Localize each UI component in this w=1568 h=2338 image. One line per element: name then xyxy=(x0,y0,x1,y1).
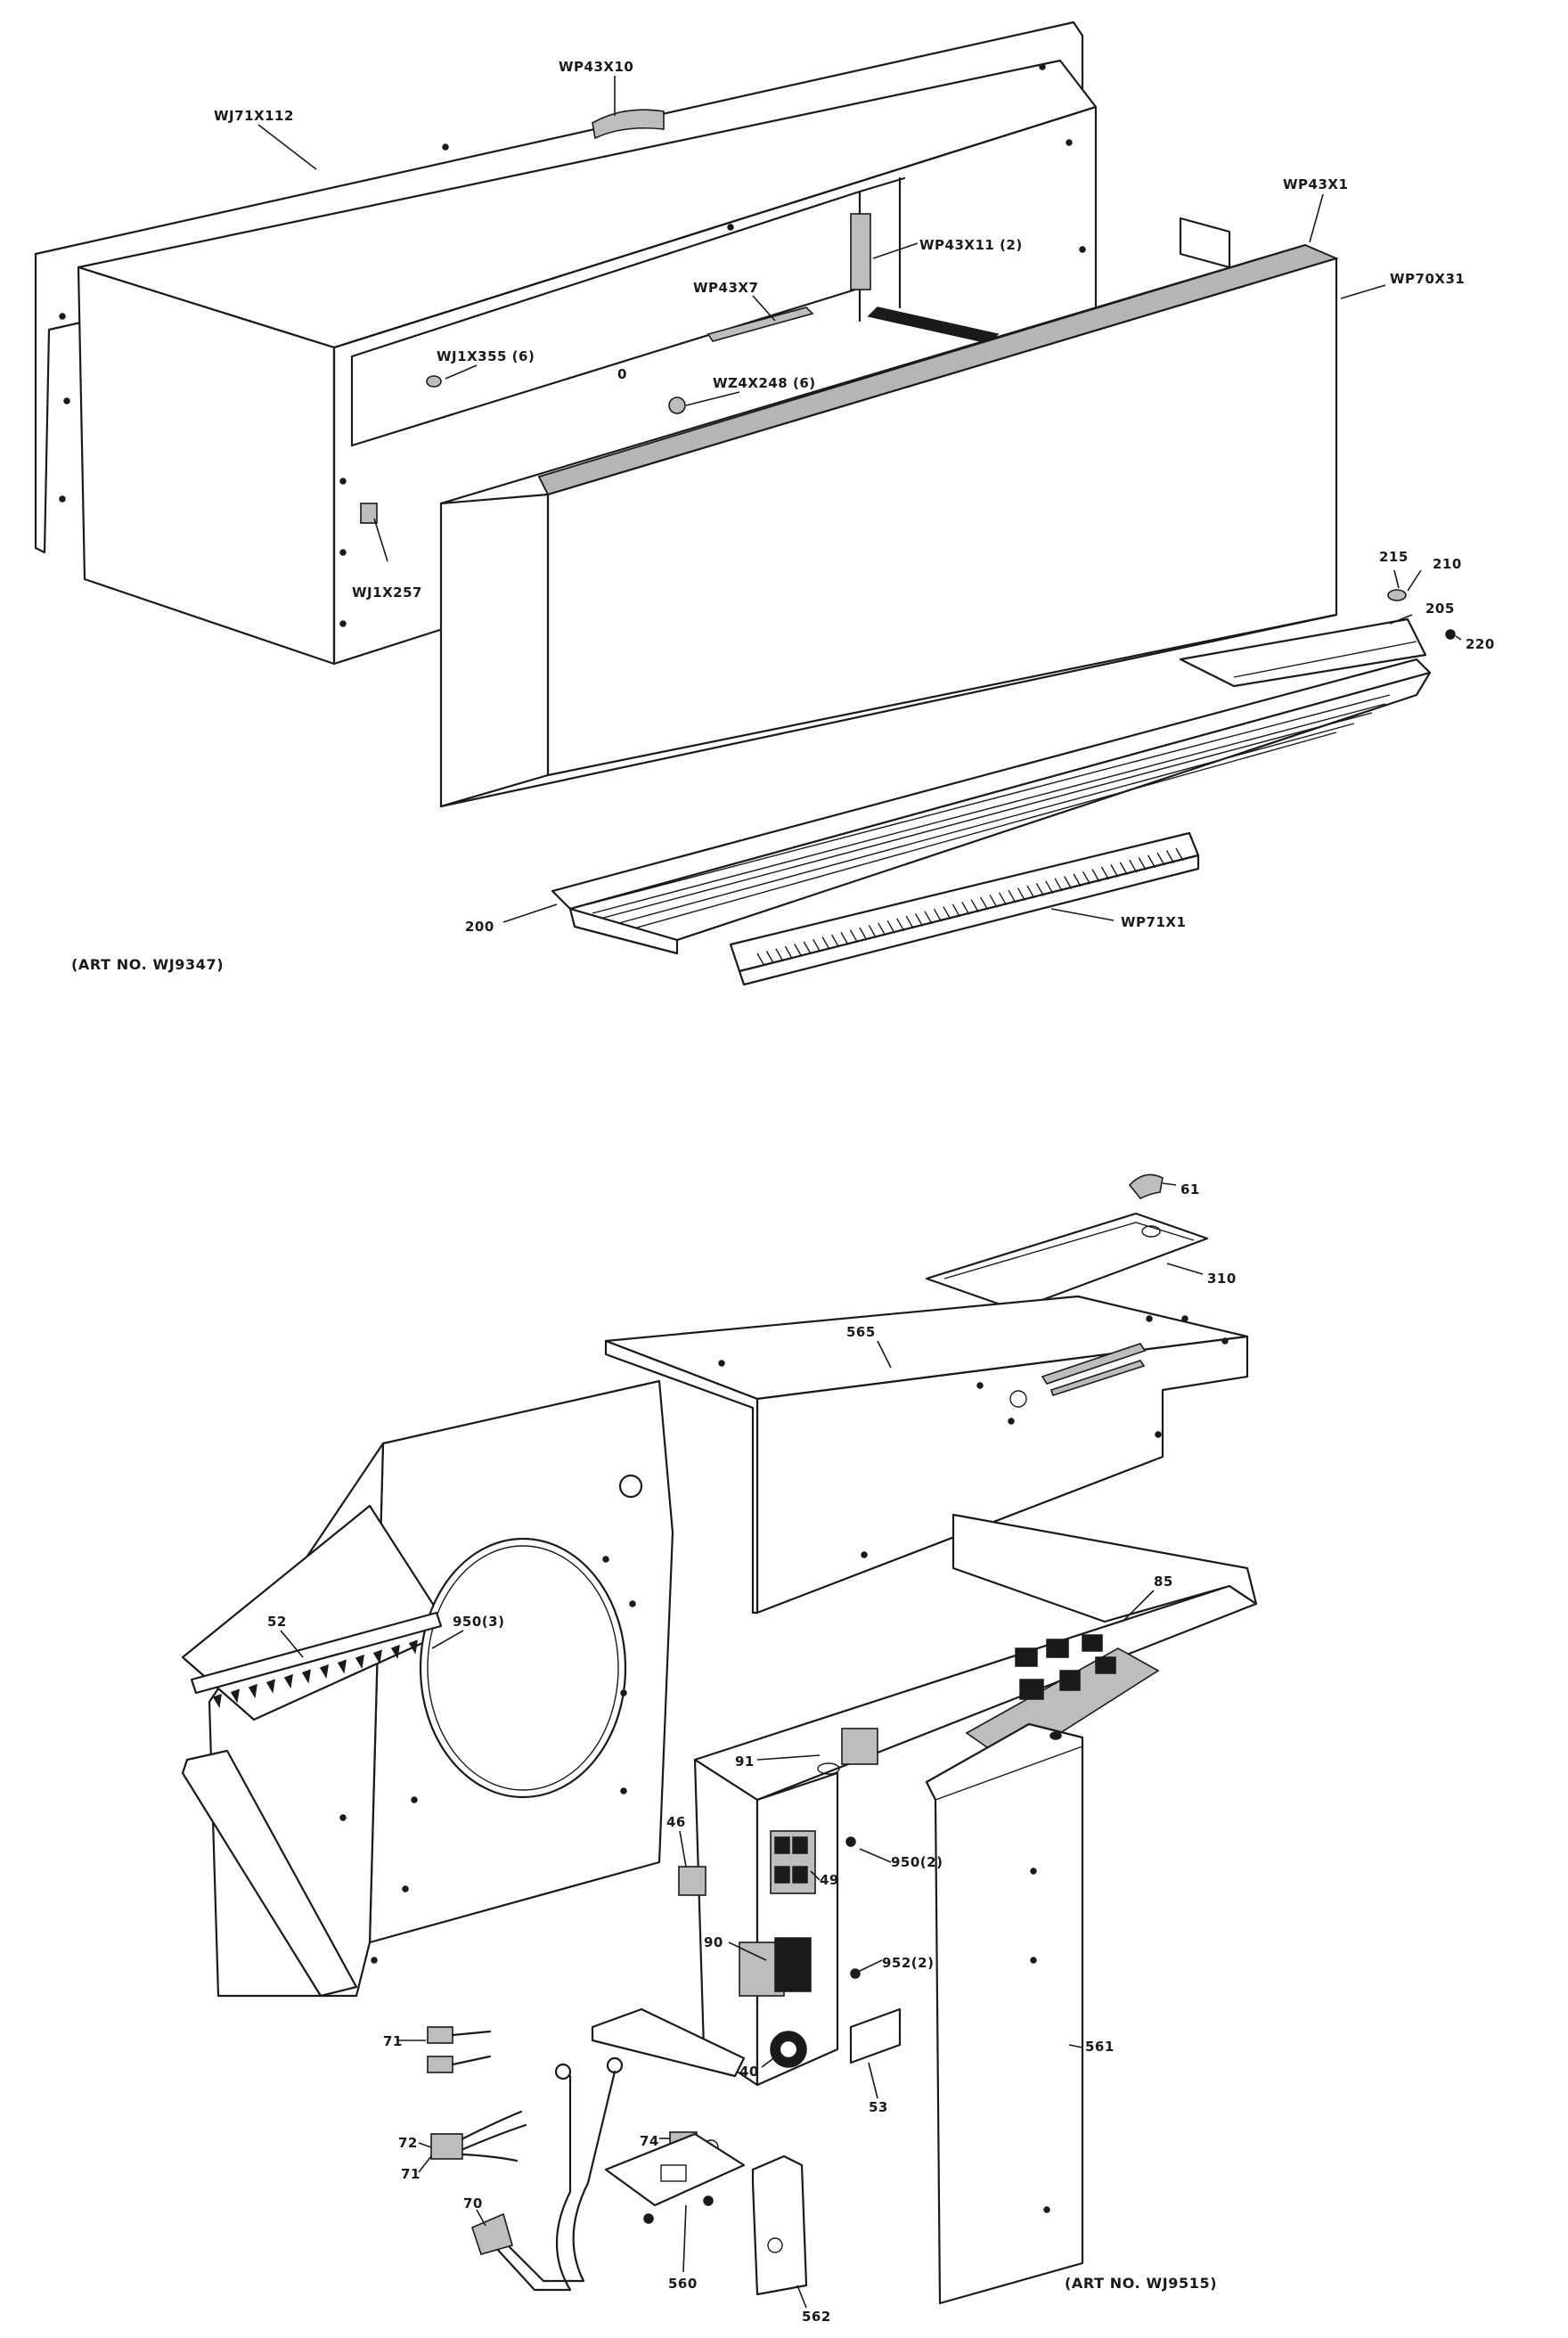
label-90: 90 xyxy=(704,1934,723,1950)
label-205: 205 xyxy=(1425,601,1455,617)
bottom-figure: 61 310 565 52 950(3) 85 91 46 950(2) 49 … xyxy=(181,1173,1258,2325)
label-wp43x10: WP43X10 xyxy=(559,59,633,75)
label-wj71x112: WJ71X112 xyxy=(214,108,294,124)
cover-561 xyxy=(925,1722,1084,2305)
label-85: 85 xyxy=(1154,1574,1173,1590)
label-560: 560 xyxy=(668,2276,698,2292)
label-wp43x1: WP43X1 xyxy=(1283,176,1348,192)
front-panel xyxy=(439,217,1339,808)
knob-61 xyxy=(1128,1173,1164,1200)
label-210: 210 xyxy=(1433,556,1462,572)
label-wj1x355: WJ1X355 (6) xyxy=(437,348,535,364)
art-number-top: (ART NO. WJ9347) xyxy=(71,956,224,973)
label-561: 561 xyxy=(1085,2039,1115,2055)
bottom-labels: 61 310 565 52 950(3) 85 91 46 950(2) 49 … xyxy=(267,1181,1237,2325)
label-wp70x31: WP70X31 xyxy=(1390,271,1465,287)
label-wp43x11: WP43X11 (2) xyxy=(919,237,1023,253)
label-200: 200 xyxy=(465,919,494,935)
label-70: 70 xyxy=(463,2195,483,2211)
top-leaders xyxy=(257,76,1462,923)
label-565: 565 xyxy=(846,1324,876,1340)
label-61: 61 xyxy=(1180,1181,1200,1198)
top-panel-565 xyxy=(604,1295,1249,1615)
top-figure: 0 xyxy=(34,20,1495,986)
label-71-top: 71 xyxy=(383,2033,403,2049)
cover-310 xyxy=(925,1212,1209,1312)
label-950-3: 950(3) xyxy=(453,1614,504,1630)
label-952-2: 952(2) xyxy=(882,1955,934,1971)
label-91: 91 xyxy=(735,1754,755,1770)
label-49: 49 xyxy=(820,1872,839,1888)
art-number-bottom: (ART NO. WJ9515) xyxy=(1065,2275,1217,2292)
bulkhead xyxy=(181,1379,674,1998)
terminal-53 xyxy=(849,2007,902,2064)
grille-assembly xyxy=(551,589,1456,986)
label-74: 74 xyxy=(640,2133,659,2149)
zero-label: 0 xyxy=(617,366,627,382)
label-220: 220 xyxy=(1466,636,1495,652)
label-wj1x257: WJ1X257 xyxy=(352,584,422,601)
control-box xyxy=(591,1513,1258,2087)
label-562: 562 xyxy=(802,2309,831,2325)
label-53: 53 xyxy=(869,2099,888,2115)
label-wz4x248: WZ4X248 (6) xyxy=(713,375,816,391)
label-215: 215 xyxy=(1379,549,1409,565)
label-wp43x7: WP43X7 xyxy=(693,280,758,296)
grille-slots xyxy=(756,847,1184,967)
label-71-bottom: 71 xyxy=(401,2166,421,2182)
wall-sleeve: 0 xyxy=(34,20,1098,666)
label-72: 72 xyxy=(398,2135,418,2151)
top-labels: WJ71X112 WP43X10 WP43X1 WP43X11 (2) WP70… xyxy=(214,59,1495,935)
label-40: 40 xyxy=(739,2064,759,2080)
label-950-2: 950(2) xyxy=(891,1854,943,1870)
bottom-leaders xyxy=(280,1182,1204,2309)
label-310: 310 xyxy=(1207,1271,1237,1287)
label-52: 52 xyxy=(267,1614,287,1630)
label-46: 46 xyxy=(666,1814,686,1830)
wiring-harness xyxy=(427,2026,808,2296)
label-wp71x1: WP71X1 xyxy=(1121,914,1186,930)
